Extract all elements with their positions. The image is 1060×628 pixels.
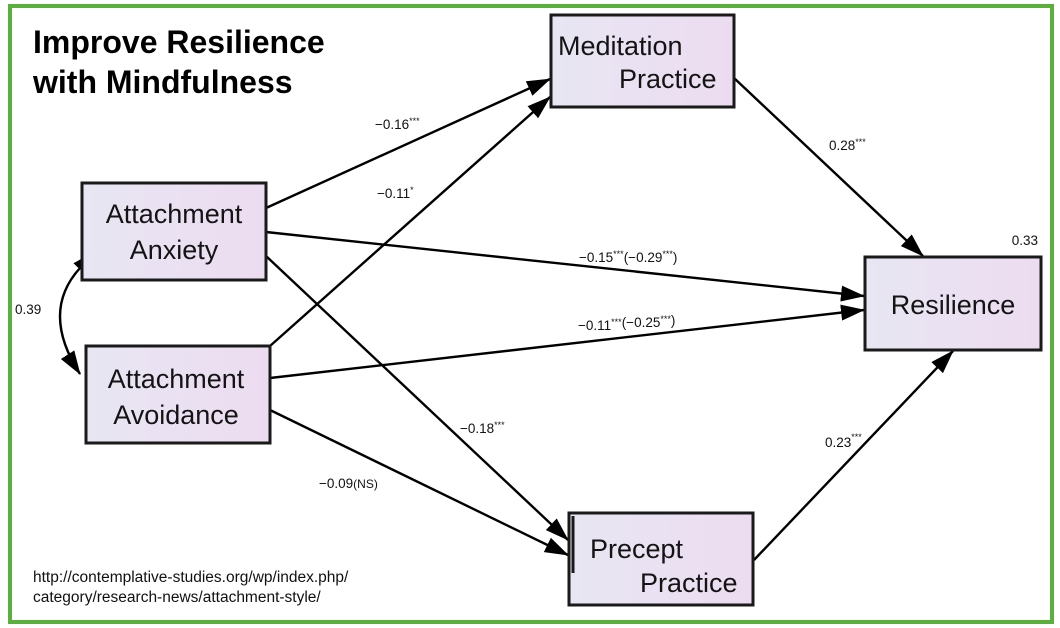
edge-anxiety-to-resilience (265, 230, 865, 302)
edge-avoidance-to-precept (269, 408, 569, 557)
edge-avoidance-to-meditation (269, 96, 551, 347)
edge-anxiety-to-meditation (265, 77, 551, 210)
source-line-2: category/research-news/attachment-style/ (33, 589, 321, 606)
node-avoidance-line2: Avoidance (113, 400, 239, 430)
page-title: Improve Resilience with Mindfulness (33, 22, 325, 102)
node-attachment-avoidance: Attachment Avoidance (84, 344, 272, 445)
node-precept-line2: Practice (640, 568, 738, 598)
node-anxiety-line1: Attachment (106, 199, 243, 229)
coef-precept-resilience: 0.23*** (825, 432, 862, 450)
coef-anxiety-meditation: −0.16*** (375, 116, 420, 132)
node-precept-practice: Precept Practice (567, 511, 755, 607)
node-meditation-line2: Practice (619, 64, 717, 94)
coef-avoidance-meditation: −0.11* (377, 185, 414, 201)
green-frame (8, 4, 1054, 624)
coef-anxiety-avoidance-covariance: 0.39 (15, 302, 41, 317)
resilience-r-squared: 0.33 (1012, 233, 1038, 248)
edge-meditation-to-resilience (733, 77, 924, 257)
coef-meditation-resilience: 0.28*** (829, 137, 866, 153)
source-line-1: http://contemplative-studies.org/wp/inde… (33, 569, 349, 586)
node-meditation-line1: Meditation (558, 31, 683, 61)
node-anxiety-line2: Anxiety (130, 235, 219, 265)
title-line-2: with Mindfulness (33, 64, 293, 100)
node-precept-line1: Precept (590, 534, 684, 564)
node-resilience-label: Resilience (891, 290, 1016, 320)
edge-avoidance-to-resilience (269, 304, 865, 380)
node-attachment-anxiety: Attachment Anxiety (80, 181, 268, 282)
coef-avoidance-resilience: −0.11***(−0.25***) (578, 313, 675, 333)
edge-anxiety-to-precept (265, 255, 569, 541)
node-avoidance-line1: Attachment (108, 364, 245, 394)
node-resilience: Resilience 0.33 (863, 233, 1043, 352)
node-meditation-practice: Meditation Practice (549, 13, 736, 109)
coef-anxiety-resilience: −0.15***(−0.29***) (579, 249, 677, 265)
source-url: http://contemplative-studies.org/wp/inde… (33, 568, 348, 608)
edge-precept-to-resilience (753, 350, 954, 561)
edge-covariance-anxiety-avoidance (58, 250, 96, 375)
title-line-1: Improve Resilience (33, 24, 325, 60)
coef-anxiety-precept: −0.18*** (460, 420, 505, 436)
coef-avoidance-precept: −0.09(NS) (319, 476, 378, 491)
